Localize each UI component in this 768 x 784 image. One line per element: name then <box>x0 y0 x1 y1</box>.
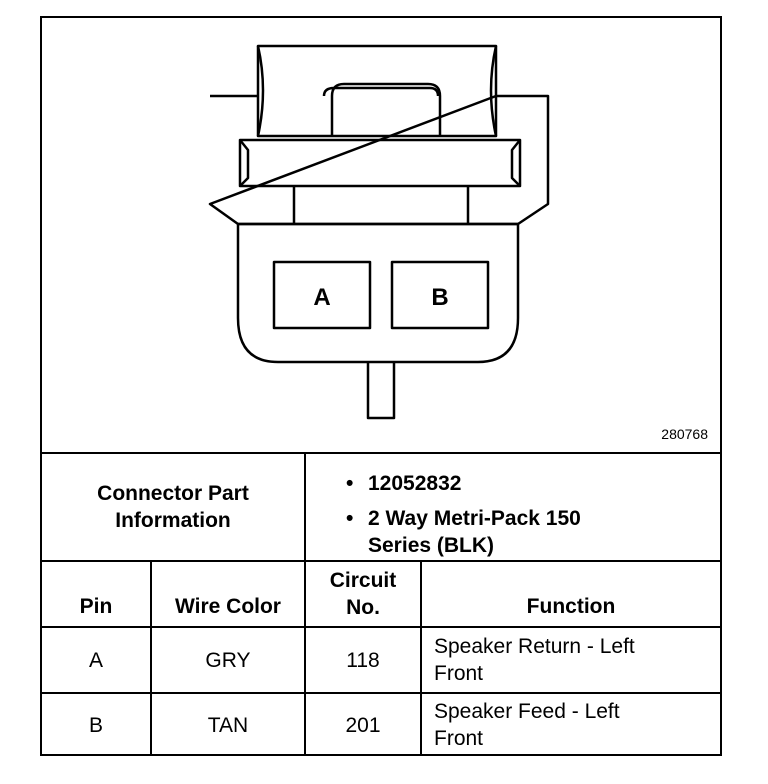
latch-right-curve <box>489 45 498 137</box>
latch-tab-inner <box>322 86 440 97</box>
pin-label-a: A <box>313 284 330 311</box>
connector-diagram-frame: A B 280768 Connector Part Information •1… <box>40 16 722 756</box>
pin-label-b: B <box>431 284 448 311</box>
row-b-function: Speaker Feed - Left Front <box>434 700 620 750</box>
rule-col-2 <box>420 560 422 756</box>
part-info-list: •12052832 •2 Way Metri-Pack 150 Series (… <box>340 470 700 559</box>
terminal-face <box>236 222 520 364</box>
connector-illustration: A B <box>208 44 550 420</box>
rule-col-0 <box>150 560 152 756</box>
row-b-circuit: 201 <box>345 713 381 737</box>
body-web <box>292 186 470 224</box>
header-pin: Pin <box>79 595 113 618</box>
header-function: Function <box>526 595 616 618</box>
cavity-b <box>390 260 490 330</box>
part-info-item: •2 Way Metri-Pack 150 Series (BLK) <box>346 507 581 557</box>
row-a-pin: A <box>88 648 103 672</box>
rule-drawing-bottom <box>42 452 720 454</box>
row-b-wire-color: TAN <box>207 713 249 737</box>
rule-header-bottom <box>42 626 720 628</box>
row-a-circuit: 118 <box>346 648 380 672</box>
connector-drawing: A B 280768 <box>42 18 720 452</box>
latch-left-curve <box>256 45 265 137</box>
part-info-item: •12052832 <box>346 472 462 495</box>
header-wire-color: Wire Color <box>175 595 281 618</box>
lock-window <box>238 138 522 188</box>
rule-col-1 <box>304 452 306 756</box>
row-a-wire-color: GRY <box>205 648 251 672</box>
row-a-function: Speaker Return - Left Front <box>434 635 635 685</box>
cavity-a <box>272 260 372 330</box>
rule-info-bottom <box>42 560 720 562</box>
row-b-pin: B <box>88 713 103 737</box>
wire-stub <box>366 362 396 420</box>
part-info-label: Connector Part Information <box>97 482 249 532</box>
header-circuit: Circuit No. <box>329 569 397 619</box>
rule-row-a-bottom <box>42 692 720 694</box>
figure-id: 280768 <box>661 426 708 442</box>
lock-window-edges <box>239 139 521 187</box>
latch-tab <box>330 82 442 136</box>
latch-housing <box>256 44 498 138</box>
